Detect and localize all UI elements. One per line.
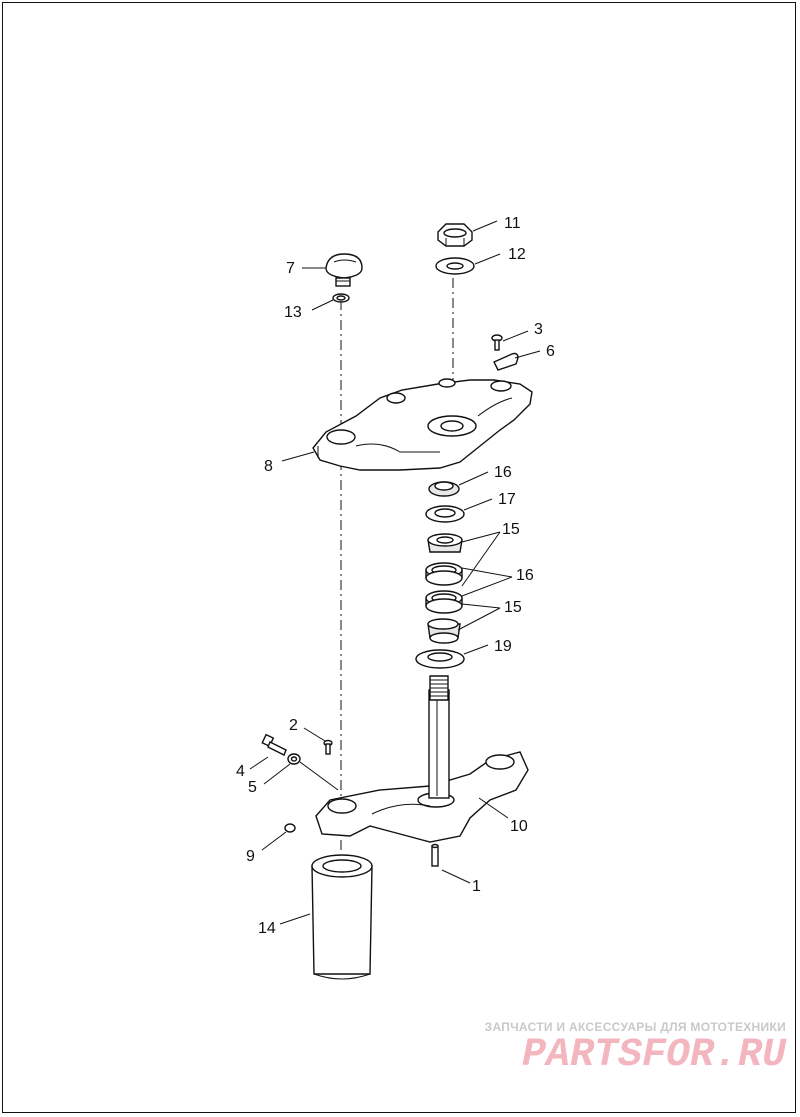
part-10-lower-bracket — [315, 675, 529, 843]
watermark-caption: ЗАПЧАСТИ И АКСЕССУАРЫ ДЛЯ МОТОТЕХНИКИ — [484, 1020, 786, 1034]
callout-18: 17 — [498, 491, 516, 508]
callout-14: 14 — [258, 920, 276, 937]
callout-17: 16 — [494, 464, 512, 481]
part-11-nut — [437, 223, 473, 247]
callout-2: 2 — [289, 717, 298, 734]
leader-lines — [249, 220, 541, 925]
callout-15-upper: 15 — [502, 521, 520, 538]
part-17-bearing — [428, 481, 460, 497]
part-14-tube-cover — [311, 854, 373, 980]
part-13-oring — [332, 293, 350, 303]
callout-5: 5 — [248, 779, 257, 796]
part-16-cup-lower — [425, 590, 463, 614]
part-15-bearing-upper — [427, 533, 463, 553]
callout-11: 11 — [504, 215, 521, 232]
callout-16: 16 — [516, 567, 534, 584]
part-12-washer — [435, 257, 475, 275]
part-9-plug — [284, 823, 296, 833]
part-18-seal — [425, 505, 465, 523]
callout-10: 10 — [510, 818, 528, 835]
callout-15-lower: 15 — [504, 599, 522, 616]
part-15-bearing-lower — [427, 618, 461, 644]
part-4-bolt — [261, 733, 287, 756]
callout-12: 12 — [508, 246, 526, 263]
callout-8: 8 — [264, 458, 273, 475]
callout-19: 19 — [494, 638, 512, 655]
part-6-clip — [493, 352, 519, 371]
callout-3: 3 — [534, 321, 543, 338]
callout-7: 7 — [286, 260, 295, 277]
part-19-shield — [415, 649, 465, 669]
part-2-screw — [323, 739, 333, 755]
part-16-cup-upper — [425, 562, 463, 586]
callout-6: 6 — [546, 343, 555, 360]
callout-4: 4 — [236, 763, 245, 780]
part-7-knob — [325, 253, 363, 287]
callout-13: 13 — [284, 304, 302, 321]
watermark-logo: PARTSFOR.RU — [521, 1033, 786, 1078]
callout-9: 9 — [246, 848, 255, 865]
part-5-washer — [287, 753, 339, 791]
part-1-pin — [431, 843, 439, 867]
part-3-screw — [491, 334, 503, 351]
callout-labels: 11 12 7 13 3 6 8 16 17 15 16 15 19 2 4 5… — [236, 215, 555, 937]
part-8-upper-bracket — [312, 378, 533, 471]
callout-1: 1 — [472, 878, 481, 895]
watermark: ЗАПЧАСТИ И АКСЕССУАРЫ ДЛЯ МОТОТЕХНИКИ PA… — [476, 1020, 786, 1076]
